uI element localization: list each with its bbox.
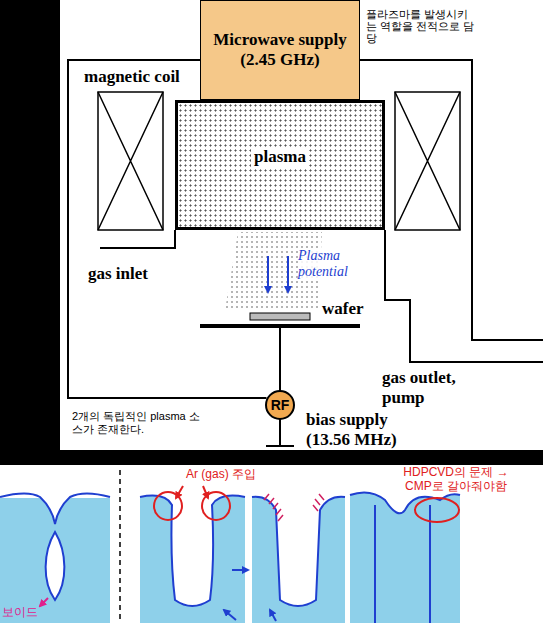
trench-void-sketch — [0, 494, 110, 623]
part-label: gas outlet, pump — [382, 368, 482, 407]
divider — [119, 470, 121, 623]
trench-filled-sketch — [350, 492, 460, 623]
part-label: bias supply (13.56 MHz) — [306, 410, 414, 449]
trench-redeposit-sketch — [252, 494, 345, 623]
handwritten-note: HDPCVD의 문제 → CMP로 갈아줘야함 — [392, 466, 520, 494]
bias-wire — [266, 326, 294, 446]
bottom-panel — [0, 465, 543, 623]
top-panel — [60, 0, 543, 450]
part-label: gas inlet — [88, 264, 178, 284]
node-text: plasma — [251, 147, 309, 167]
rf-source-circle: RF — [265, 390, 295, 420]
wafer — [250, 313, 310, 320]
microwave-supply-box: Microwave supply (2.45 GHz) — [200, 0, 360, 100]
node-text: RF — [271, 397, 290, 413]
handwritten-note: Ar (gas) 주입 — [186, 468, 276, 482]
magnetic-coils — [98, 92, 460, 230]
potential-arrows — [268, 256, 288, 292]
handwritten-note: Plasma potential — [298, 248, 376, 280]
chamber-walls — [68, 60, 543, 398]
part-label: wafer — [322, 299, 377, 319]
part-label: magnetic coil — [84, 67, 204, 87]
trench-sputter-sketch — [140, 486, 248, 623]
handwritten-note: 플라즈마를 발생시키는 역할을 전적으로 담당 — [366, 8, 478, 44]
node-text: Microwave supply (2.45 GHz) — [205, 30, 355, 71]
handwritten-note: 2개의 독립적인 plasma 소스가 존재한다. — [72, 410, 204, 435]
handwritten-note: 보이드 — [2, 606, 42, 620]
plasma-region: plasma — [175, 100, 385, 230]
